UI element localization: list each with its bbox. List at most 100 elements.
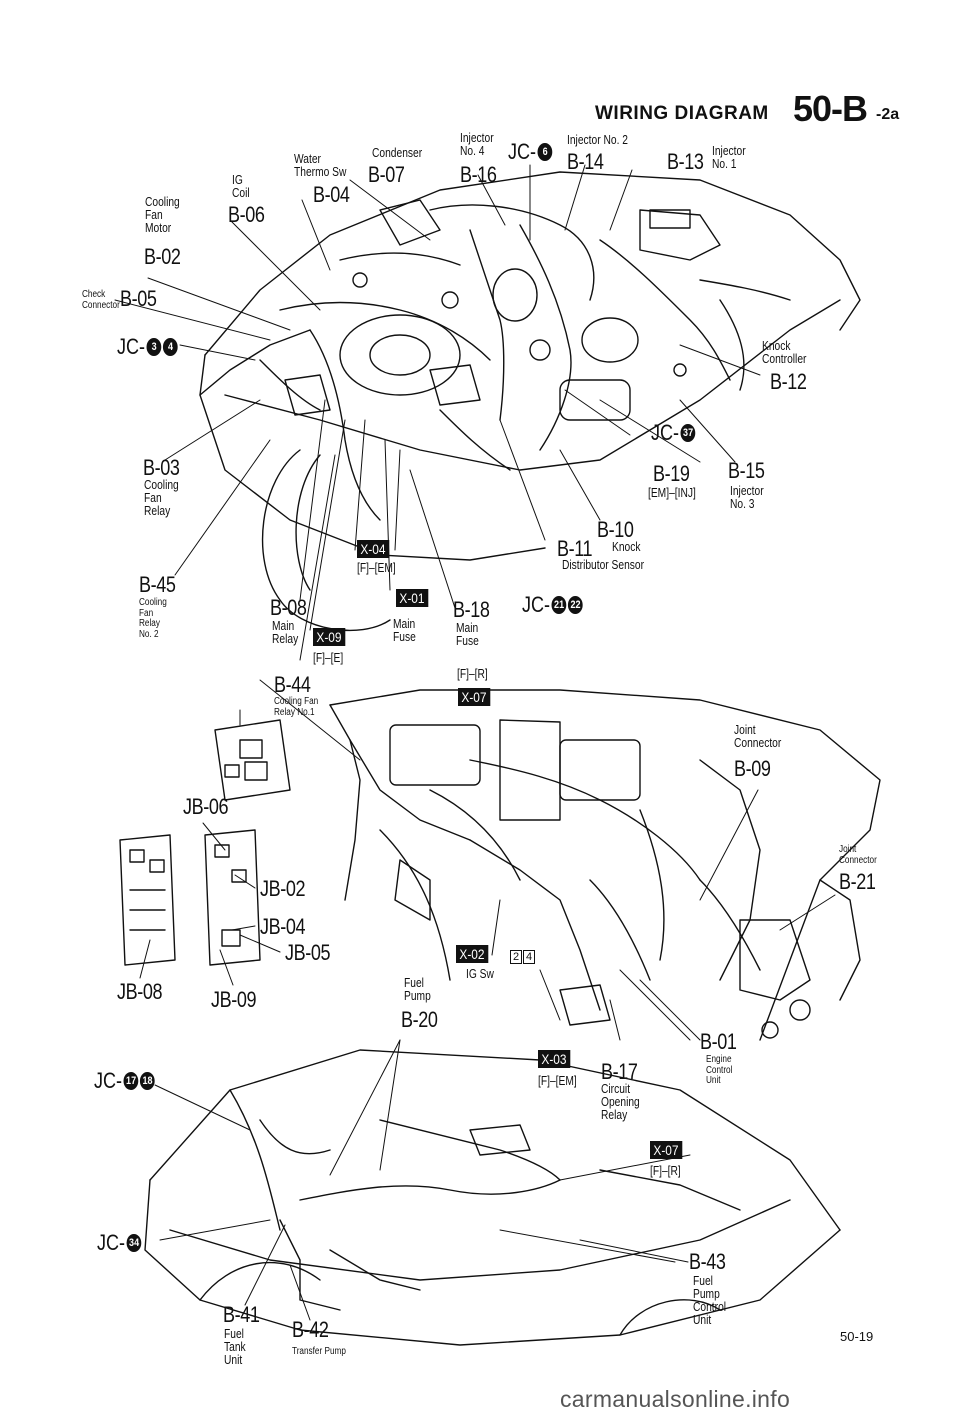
b18-code: B-18 bbox=[453, 597, 490, 622]
b08-label: Main Relay bbox=[272, 619, 299, 647]
jc-21-22-prefix: JC- bbox=[522, 592, 551, 617]
ig-coil-label: IG Coil bbox=[232, 173, 250, 201]
x09-connector: X-09 bbox=[313, 628, 345, 646]
b18-label: Main Fuse bbox=[456, 621, 479, 649]
jc-34-prefix: JC- bbox=[97, 1230, 126, 1255]
watermark-text: carmanualsonline.info bbox=[560, 1386, 791, 1412]
page-title: WIRING DIAGRAM bbox=[595, 103, 769, 124]
jc-6-label: JC-6 bbox=[508, 139, 553, 165]
b01-label: Engine Control Unit bbox=[706, 1054, 733, 1086]
joint-connector-b09-code: B-09 bbox=[734, 756, 771, 781]
b44-label: Cooling Fan Relay No.1 bbox=[274, 696, 319, 718]
jc-37-label: JC-37 bbox=[651, 420, 696, 446]
x03-connector: X-03 bbox=[538, 1050, 570, 1068]
water-thermo-sw-code: B-04 bbox=[313, 182, 350, 207]
x07-bottom-label: [F]–[R] bbox=[650, 1164, 681, 1178]
jb02-label: JB-02 bbox=[260, 876, 306, 901]
jb09-label: JB-09 bbox=[211, 987, 257, 1012]
check-connector-code: B-05 bbox=[120, 286, 157, 311]
x07-top-label: [F]–[R] bbox=[457, 667, 488, 681]
b44-code: B-44 bbox=[274, 672, 311, 697]
b11-code: B-11 bbox=[557, 536, 593, 561]
leader-lines-middle bbox=[139, 679, 836, 1176]
injector-no1-code: B-13 bbox=[667, 149, 704, 174]
condenser-label: Condenser bbox=[372, 146, 423, 160]
fuel-pump-label: Fuel Pump bbox=[404, 976, 431, 1004]
jc-3-number: 3 bbox=[146, 338, 162, 356]
jb06-label: JB-06 bbox=[183, 794, 229, 819]
b17-label: Circuit Opening Relay bbox=[601, 1082, 640, 1123]
x02-pin-4: 4 bbox=[523, 950, 536, 964]
cooling-fan-motor-code: B-02 bbox=[144, 244, 181, 269]
knock-controller-code: B-12 bbox=[770, 369, 807, 394]
b19-code: B-19 bbox=[653, 461, 690, 486]
b41-label: Fuel Tank Unit bbox=[224, 1327, 246, 1368]
jc-6-number: 6 bbox=[537, 143, 553, 161]
x07-top-connector: X-07 bbox=[458, 688, 490, 706]
b42-label: Transfer Pump bbox=[292, 1346, 346, 1357]
joint-connector-b21-code: B-21 bbox=[839, 869, 876, 894]
b01-code: B-01 bbox=[700, 1029, 737, 1054]
cooling-fan-relay-code: B-03 bbox=[143, 455, 180, 480]
jc-37-prefix: JC- bbox=[651, 420, 680, 445]
engine-bay-illustration bbox=[199, 171, 861, 632]
jc-3-4-prefix: JC- bbox=[117, 334, 146, 359]
injector-no2-label: Injector No. 2 bbox=[567, 133, 628, 147]
b15-label: Injector No. 3 bbox=[730, 484, 764, 512]
x09-label: [F]–[E] bbox=[313, 651, 344, 665]
section-code: 50-B bbox=[793, 88, 868, 129]
jb08-label: JB-08 bbox=[117, 979, 163, 1004]
b11-label: Knock bbox=[612, 540, 641, 554]
junction-blocks-illustration bbox=[119, 719, 291, 966]
knock-controller-label: Knock Controller bbox=[762, 339, 807, 367]
section-suffix: -2a bbox=[876, 106, 900, 123]
cooling-fan-relay-label: Cooling Fan Relay bbox=[144, 478, 179, 519]
fuel-pump-code: B-20 bbox=[401, 1007, 438, 1032]
x03-label: [F]–[EM] bbox=[538, 1074, 577, 1088]
b41-code: B-41 bbox=[223, 1302, 260, 1327]
jb04-label: JB-04 bbox=[260, 914, 306, 939]
b43-label: Fuel Pump Control Unit bbox=[693, 1274, 727, 1328]
b15-code: B-15 bbox=[728, 458, 765, 483]
check-connector-label: Check Connector bbox=[82, 289, 120, 311]
jc-17-number: 17 bbox=[123, 1072, 139, 1090]
b08-code: B-08 bbox=[270, 595, 307, 620]
joint-connector-b21-label: Joint Connector bbox=[839, 844, 877, 866]
b10-code: B-10 bbox=[597, 517, 634, 542]
injector-no4-label: Injector No. 4 bbox=[460, 131, 494, 159]
rear-body-illustration bbox=[144, 1049, 841, 1346]
x07-bottom-connector: X-07 bbox=[650, 1141, 682, 1159]
jc-22-number: 22 bbox=[568, 596, 583, 614]
x02-connector: X-02 bbox=[456, 945, 488, 963]
dashboard-illustration bbox=[329, 689, 881, 1041]
b17-code: B-17 bbox=[601, 1059, 638, 1084]
jc-37-number: 37 bbox=[680, 424, 696, 442]
leader-lines-top bbox=[114, 164, 761, 661]
x01-connector: X-01 bbox=[396, 589, 428, 607]
jc-34-label: JC-34 bbox=[97, 1230, 142, 1256]
water-thermo-sw-label: Water Thermo Sw bbox=[294, 152, 347, 180]
cooling-fan-motor-label: Cooling Fan Motor bbox=[145, 195, 180, 236]
b45-label: Cooling Fan Relay No. 2 bbox=[139, 597, 167, 640]
jc-18-number: 18 bbox=[140, 1072, 155, 1090]
leader-lines-bottom bbox=[154, 1084, 691, 1321]
b19-connector: [EM]–[INJ] bbox=[648, 486, 696, 500]
jc-21-number: 21 bbox=[551, 596, 567, 614]
page-number: 50-19 bbox=[840, 1329, 874, 1344]
ig-sw-label: IG Sw bbox=[466, 967, 494, 981]
x02-pin-2: 2 bbox=[510, 950, 523, 964]
injector-no1-label: Injector No. 1 bbox=[712, 144, 746, 172]
x04-connector: X-04 bbox=[357, 540, 389, 558]
joint-connector-b09-label: Joint Connector bbox=[734, 723, 782, 751]
injector-no4-code: B-16 bbox=[460, 162, 497, 187]
x04-label: [F]–[EM] bbox=[357, 561, 396, 575]
b11-sublabel: Distributor Sensor bbox=[562, 558, 645, 572]
b42-code: B-42 bbox=[292, 1317, 329, 1342]
injector-no2-code: B-14 bbox=[567, 149, 604, 174]
jc-6-prefix: JC- bbox=[508, 139, 537, 164]
